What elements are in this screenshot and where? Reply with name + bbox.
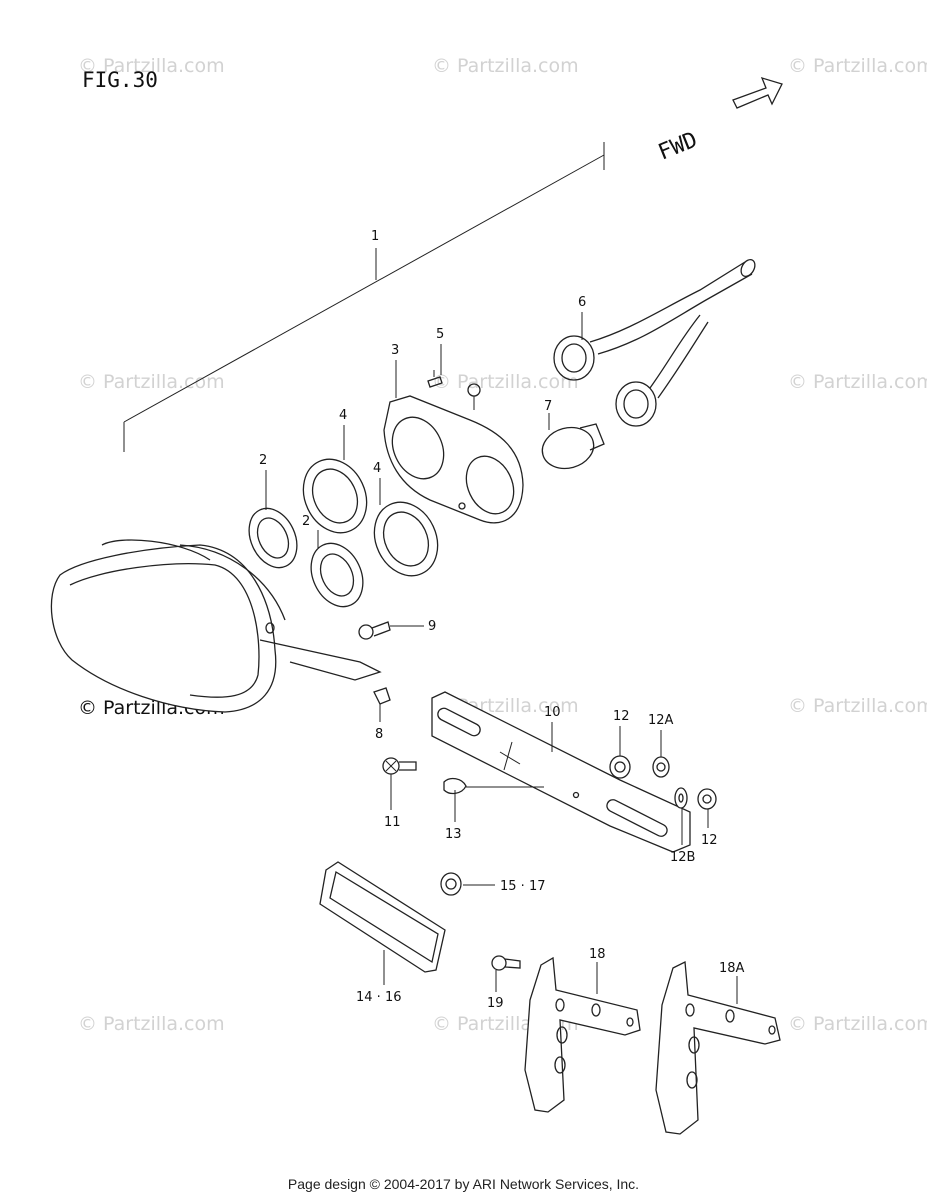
gasket-lower [310,542,364,608]
watermark: © Partzilla.com [788,695,927,717]
callout-5: 5 [436,327,444,342]
callout-6: 6 [578,295,586,310]
watermark: © Partzilla.com [78,1013,225,1035]
callout-1: 1 [371,229,379,244]
watermark: © Partzilla.com [78,371,225,393]
nut-15-17 [440,872,462,896]
license-bracket [431,691,691,853]
watermark: © Partzilla.com [788,1013,927,1035]
figure-label: FIG.30 [82,68,158,92]
callout-18: 18 [589,947,606,962]
screw-lower [467,383,481,410]
callouts: 1 2 2 3 4 4 5 6 7 8 9 10 11 12 12A 12 12… [259,229,745,1011]
nut-12A [652,756,670,778]
callout-12A: 12A [648,713,674,728]
callout-9: 9 [428,619,436,634]
screw-upper [427,370,443,388]
callout-11: 11 [384,815,401,830]
clip-8 [373,687,391,705]
callout-19: 19 [487,996,504,1011]
tail-lamp-lens [50,539,382,713]
watermark: © Partzilla.com [78,55,225,77]
watermark: © Partzilla.com [432,371,579,393]
reflector [319,861,446,973]
bracket-18 [524,956,641,1113]
callout-4: 4 [339,408,347,423]
callout-7: 7 [544,399,552,414]
socket-ring-upper [302,458,368,534]
gasket-upper [248,507,298,569]
callout-13: 13 [445,827,462,842]
washer-12B [674,787,688,809]
callout-12: 12 [701,833,718,848]
lamp-case-plate [383,395,524,524]
callout-2: 2 [302,514,310,529]
assembly-bracket [123,142,605,452]
callout-10: 10 [544,705,561,720]
watermark: © Partzilla.com [788,371,927,393]
screw-11 [382,757,417,775]
bolt-9 [358,621,391,640]
watermark: © Partzilla.com [432,55,579,77]
callout-15-17: 15 · 17 [500,879,545,894]
leader-lines [265,312,738,1004]
bracket-18A [655,960,781,1135]
callout-4: 4 [373,461,381,476]
forward-arrow-icon [732,76,783,109]
nut-12-lower [697,788,717,810]
callout-14-16: 14 · 16 [356,990,401,1005]
callout-3: 3 [391,343,399,358]
socket-harness [553,258,756,427]
callout-18A: 18A [719,961,745,976]
forward-indicator: FWD [655,76,783,166]
callout-12B: 12B [670,850,695,865]
callout-8: 8 [375,727,383,742]
watermark: © Partzilla.com [788,55,927,77]
forward-label: FWD [655,127,701,165]
screw-19 [491,955,521,971]
nut-12-upper [609,755,631,779]
socket-ring-lower [373,501,439,577]
bulb [541,423,605,470]
page-footer: Page design © 2004-2017 by ARI Network S… [287,1176,640,1192]
callout-2: 2 [259,453,267,468]
grommet-13 [443,777,467,795]
callout-12: 12 [613,709,630,724]
